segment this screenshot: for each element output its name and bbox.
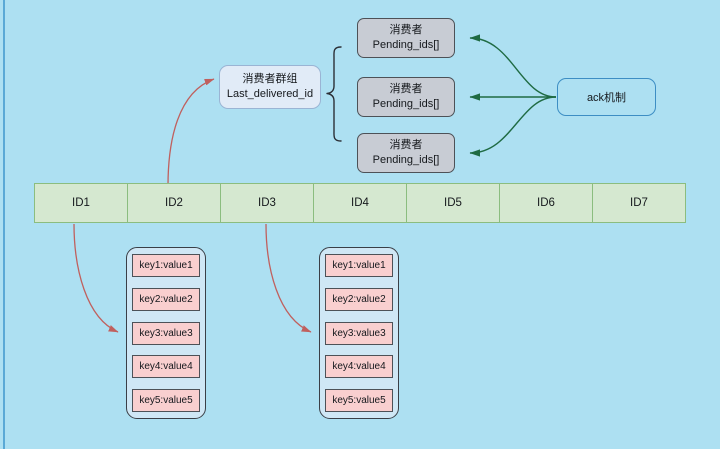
entry-field-item[interactable]: key3:value3 [325,321,393,345]
consumer-1-title: 消费者 [389,24,423,37]
consumer-2-title: 消费者 [389,83,423,96]
entry-field-label: key4:value4 [139,361,193,373]
entry-field-item[interactable]: key1:value1 [132,254,200,277]
stream-id-label: ID3 [258,197,276,209]
stream-id-cell[interactable]: ID1 [35,184,128,222]
stream-id-cell[interactable]: ID2 [128,184,221,222]
stream-id-label: ID7 [630,197,648,209]
entry-field-label: key1:value1 [139,260,193,271]
stream-id-label: ID5 [444,197,462,209]
stream-id-label: ID4 [351,197,369,209]
consumer-box-3[interactable]: 消费者 Pending_ids[] [357,133,455,173]
stream-id-cell[interactable]: ID5 [407,184,500,222]
arrow-ack-to-consumer-3 [469,96,557,157]
arrow-ack-to-consumer-1 [469,34,557,98]
stream-id-table: ID1 ID2 ID3 ID4 ID5 ID6 ID7 [34,183,686,223]
entry-field-item[interactable]: key2:value2 [325,287,393,311]
arrow-id2-to-consumer-group [167,78,215,187]
ack-mechanism-box[interactable]: ack机制 [557,78,656,116]
entry-fields-container-left: key1:value1 key2:value2 key3:value3 key4… [126,247,206,419]
entry-field-label: key5:value5 [332,395,386,406]
consumer-2-pending: Pending_ids[] [372,98,440,110]
stream-id-label: ID2 [165,197,183,209]
entry-field-item[interactable]: key4:value4 [132,355,200,379]
stream-id-cell[interactable]: ID7 [593,184,685,222]
consumer-box-1[interactable]: 消费者 Pending_ids[] [357,18,455,58]
consumer-3-pending: Pending_ids[] [372,154,440,166]
entry-field-item[interactable]: key4:value4 [325,355,393,379]
arrow-id3-to-right-entries [265,223,312,333]
entry-field-item[interactable]: key2:value2 [132,287,200,311]
consumer-group-box[interactable]: 消费者群组 Last_delivered_id [219,65,321,109]
stream-id-cell[interactable]: ID3 [221,184,314,222]
consumer-3-title: 消费者 [389,139,423,152]
entry-field-label: key3:value3 [139,327,193,339]
consumer-box-2[interactable]: 消费者 Pending_ids[] [357,77,455,117]
consumer-group-title: 消费者群组 [242,73,298,86]
entry-field-item[interactable]: key5:value5 [325,389,393,412]
canvas-left-accent-line [3,0,5,449]
entry-field-item[interactable]: key3:value3 [132,321,200,345]
stream-id-cell[interactable]: ID6 [500,184,593,222]
entry-field-label: key2:value2 [139,293,193,305]
entry-field-item[interactable]: key1:value1 [325,254,393,277]
consumer-group-subtitle: Last_delivered_id [226,88,314,100]
entry-fields-container-right: key1:value1 key2:value2 key3:value3 key4… [319,247,399,419]
ack-label: ack机制 [586,92,627,104]
entry-field-label: key1:value1 [332,260,386,271]
consumer-1-pending: Pending_ids[] [372,39,440,51]
consumer-group-brace [326,46,342,142]
arrow-id1-to-left-entries [73,223,119,333]
entry-field-label: key5:value5 [139,395,193,406]
stream-id-label: ID6 [537,197,555,209]
entry-field-item[interactable]: key5:value5 [132,389,200,412]
stream-id-label: ID1 [72,197,90,209]
entry-field-label: key4:value4 [332,361,386,373]
stream-id-cell[interactable]: ID4 [314,184,407,222]
entry-field-label: key3:value3 [332,327,386,339]
entry-field-label: key2:value2 [332,293,386,305]
